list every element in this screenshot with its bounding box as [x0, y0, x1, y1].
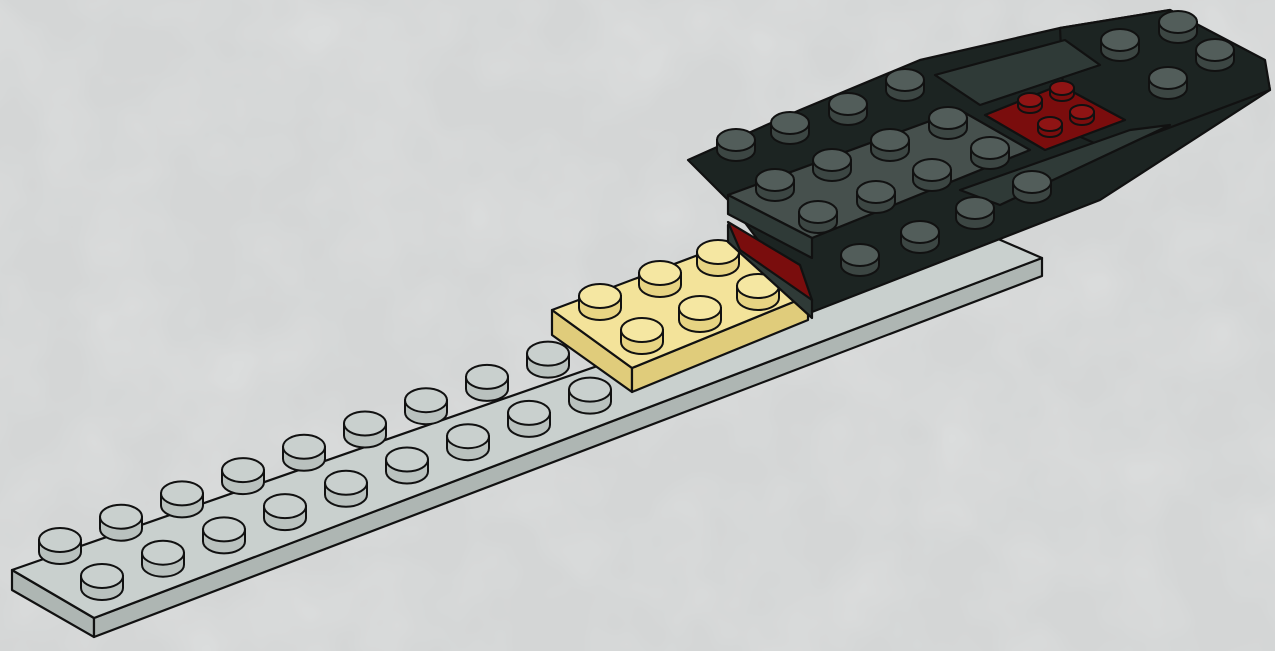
dark-gray-stud [956, 197, 994, 229]
gray-stud [39, 528, 81, 564]
dark-gray-stud [1013, 171, 1051, 203]
dark-red-stud [1070, 105, 1094, 125]
dark-gray-stud [799, 201, 837, 233]
dark-gray-stud [886, 69, 924, 101]
gray-stud [447, 424, 489, 460]
dark-gray-stud [813, 149, 851, 181]
dark-red-stud [1038, 117, 1062, 137]
gray-stud [569, 378, 611, 414]
dark-red-stud [1050, 81, 1074, 101]
gray-stud [386, 448, 428, 484]
gray-stud [203, 517, 245, 553]
dark-gray-stud [1101, 29, 1139, 61]
gray-stud [100, 505, 142, 541]
gray-stud [222, 458, 264, 494]
dark-gray-stud [929, 107, 967, 139]
dark-gray-stud [871, 129, 909, 161]
gray-stud [508, 401, 550, 437]
dark-gray-stud [841, 244, 879, 276]
dark-gray-stud [1196, 39, 1234, 71]
dark-gray-stud [1159, 11, 1197, 43]
tan-stud [621, 318, 663, 354]
dark-gray-stud [717, 129, 755, 161]
dark-gray-stud [829, 93, 867, 125]
gray-stud [283, 435, 325, 471]
dark-gray-stud [857, 181, 895, 213]
gray-stud [161, 481, 203, 517]
gray-stud [527, 342, 569, 378]
dark-gray-stud [1149, 67, 1187, 99]
dark-gray-stud [913, 159, 951, 191]
dark-gray-stud [756, 169, 794, 201]
gray-stud [466, 365, 508, 401]
gray-stud [405, 388, 447, 424]
dark-gray-stud [901, 221, 939, 253]
dark-gray-stud [771, 112, 809, 144]
tan-stud [679, 296, 721, 332]
dark-gray-stud [971, 137, 1009, 169]
gray-stud [264, 494, 306, 530]
dark-red-stud [1018, 93, 1042, 113]
gray-stud [142, 541, 184, 577]
gray-stud [325, 471, 367, 507]
gray-stud [344, 412, 386, 448]
gray-stud [81, 564, 123, 600]
tan-stud [639, 261, 681, 297]
tan-stud [579, 284, 621, 320]
